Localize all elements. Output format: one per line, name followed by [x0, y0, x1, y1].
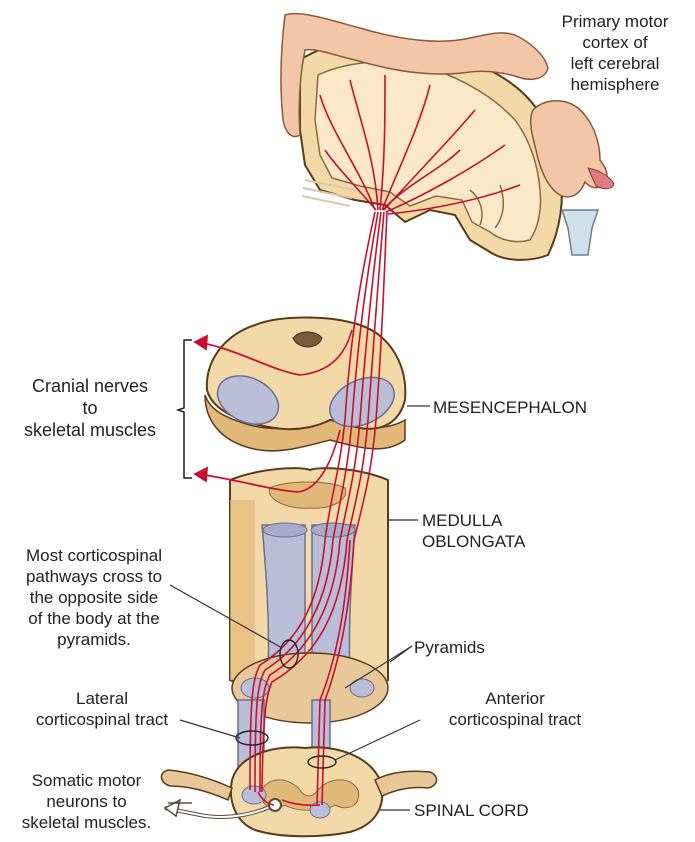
label-medulla: MEDULLA OBLONGATA [422, 510, 525, 552]
cranial-arrowhead-lower [195, 468, 207, 481]
label-anterior-tract: Anterior corticospinal tract [420, 688, 610, 730]
spinal-anterior-tract [310, 802, 330, 818]
spinal-left-root [161, 770, 232, 800]
larynx [562, 210, 598, 255]
label-lateral-tract: Lateral corticospinal tract [12, 688, 192, 730]
lower-right-tract [350, 679, 374, 697]
pyramid-top-left [263, 523, 307, 537]
medulla-shading [230, 500, 255, 680]
leader-pyramids-right [390, 646, 412, 662]
spinal-right-root [375, 771, 437, 796]
cranial-nerves-bracket [178, 340, 192, 478]
label-spinal-cord: SPINAL CORD [414, 800, 529, 821]
label-cross-note: Most corticospinal pathways cross to the… [4, 545, 184, 650]
spinal-cord-section [161, 747, 436, 836]
label-mesencephalon: MESENCEPHALON [433, 397, 587, 418]
label-pyramids: Pyramids [414, 637, 485, 658]
label-somatic-neurons: Somatic motor neurons to skeletal muscle… [4, 770, 169, 833]
label-motor-cortex: Primary motor cortex of left cerebral he… [535, 11, 695, 95]
leader-anterior [335, 720, 420, 760]
label-cranial-nerves: Cranial nerves to skeletal muscles [10, 375, 170, 441]
cranial-arrowhead-upper [195, 336, 207, 349]
